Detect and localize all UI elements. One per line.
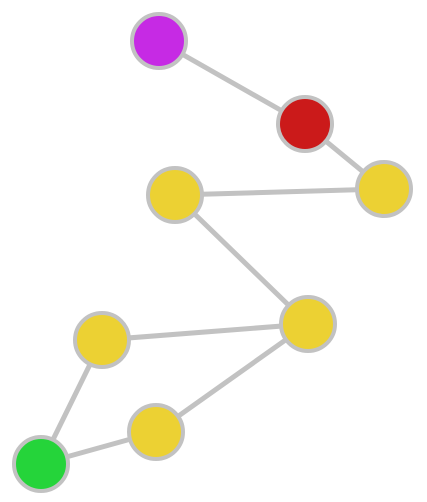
node-n3-yellow: [355, 160, 413, 218]
node-n7-yellow: [127, 403, 185, 461]
node-n8-green: [12, 435, 70, 493]
edge-n5-n6: [99, 321, 311, 343]
node-layer: [12, 12, 413, 493]
node-n5-yellow: [279, 295, 337, 353]
node-n2-red: [276, 95, 334, 153]
node-n1-purple: [130, 12, 188, 70]
edge-n4-n5: [172, 192, 311, 327]
edge-n5-n7: [153, 321, 311, 435]
edge-layer: [38, 38, 387, 467]
node-n4-yellow: [146, 166, 204, 224]
node-n6-yellow: [73, 311, 131, 369]
edge-n3-n4: [172, 186, 387, 198]
